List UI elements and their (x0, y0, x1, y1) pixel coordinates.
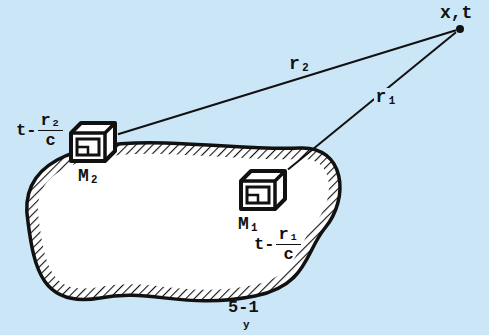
cube-edges (71, 123, 115, 161)
distance-line (288, 32, 456, 169)
mass-cube (238, 168, 288, 212)
cube-outline (241, 171, 285, 209)
axis-mark: y (243, 320, 250, 331)
mass-node: M₂ (68, 120, 118, 185)
fraction: r₁c (276, 226, 300, 263)
retarded-time: t-r₁c (254, 226, 301, 263)
cube-face (247, 187, 269, 203)
fraction-denominator: c (46, 131, 56, 149)
cube-face (77, 139, 99, 155)
point-label: x,t (440, 4, 472, 22)
figure-number: 5-1 (228, 299, 259, 316)
cube-outline (71, 123, 115, 161)
cube-mark (247, 195, 258, 203)
fraction-numerator: r₂ (38, 112, 62, 131)
cube-mark (77, 147, 88, 155)
fraction: r₂c (38, 112, 62, 149)
cube-edges (241, 171, 285, 209)
fraction-numerator: r₁ (276, 226, 300, 245)
time-symbol: t- (16, 121, 36, 140)
retarded-time: t-r₂c (16, 112, 63, 149)
distance-label: r₁ (374, 88, 400, 106)
point-dot (456, 25, 464, 33)
mass-cube (68, 120, 118, 164)
fraction-denominator: c (284, 245, 294, 263)
mass-label: M₂ (68, 167, 118, 185)
time-symbol: t- (254, 235, 274, 254)
field-point: x,t (440, 4, 472, 33)
distance-line (118, 30, 456, 134)
mass-node: M₁ (238, 168, 288, 233)
distance-label: r₂ (287, 55, 313, 73)
